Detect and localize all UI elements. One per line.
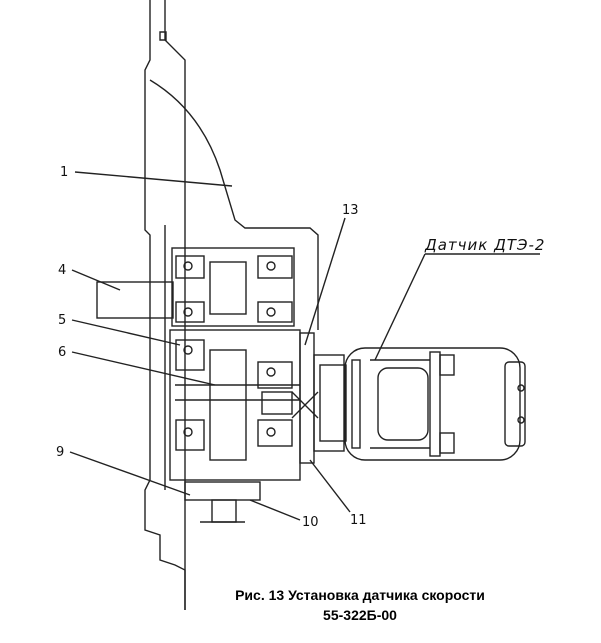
upper-shaft-housing <box>171 247 295 327</box>
label-1: 1 <box>60 165 68 180</box>
lower-shaft-housing <box>169 329 301 481</box>
leader-4 <box>71 269 121 291</box>
label-6: 6 <box>58 345 66 360</box>
leader-10 <box>249 499 301 521</box>
label-10: 10 <box>302 515 319 530</box>
label-11: 11 <box>350 513 367 528</box>
sensor-label: Датчик ДТЭ-2 <box>424 236 545 254</box>
input-shaft <box>96 281 174 319</box>
leader-13 <box>304 217 346 346</box>
housing-contour <box>144 0 186 610</box>
label-9: 9 <box>56 445 64 460</box>
sensor-body <box>344 347 521 461</box>
label-13: 13 <box>342 203 359 218</box>
housing-right-edge <box>164 0 186 610</box>
leader-9 <box>69 451 191 496</box>
caption-title: Рис. 13 Установка датчика скорости <box>235 587 485 603</box>
leader-11 <box>309 459 351 513</box>
caption-code: 55-322Б-00 <box>323 607 397 623</box>
figure-caption: Рис. 13 Установка датчика скорости 55-32… <box>200 585 520 625</box>
leader-1 <box>74 171 233 187</box>
leader-6 <box>71 351 216 386</box>
bolt <box>211 499 237 523</box>
label-5: 5 <box>58 313 66 328</box>
leader-sensor <box>374 253 540 361</box>
leader-5 <box>71 319 181 346</box>
base-plate <box>184 481 261 501</box>
label-4: 4 <box>58 263 66 278</box>
housing-rib <box>149 79 319 330</box>
